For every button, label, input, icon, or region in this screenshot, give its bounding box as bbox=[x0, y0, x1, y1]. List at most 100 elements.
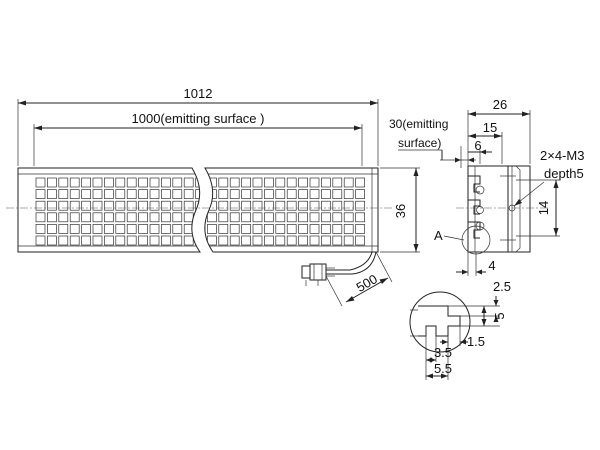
led-cell bbox=[35, 177, 46, 188]
led-cell bbox=[286, 235, 297, 246]
led-cell bbox=[81, 212, 91, 223]
led-cell bbox=[241, 189, 251, 199]
led-cell bbox=[204, 189, 206, 199]
side-view: 30(emitting surface) 26 15 bbox=[389, 97, 584, 276]
led-cell bbox=[218, 224, 229, 234]
detail-inner-label: 3.5 bbox=[434, 345, 452, 360]
led-cell bbox=[264, 212, 274, 223]
led-cell bbox=[115, 212, 126, 223]
led-cell bbox=[332, 224, 343, 234]
led-cell bbox=[69, 177, 80, 188]
led-cell bbox=[332, 177, 343, 188]
led-cell bbox=[241, 177, 251, 188]
led-cell bbox=[343, 224, 354, 234]
light-bar-left-segment bbox=[17, 167, 201, 253]
led-cell bbox=[69, 224, 80, 234]
led-cell bbox=[252, 177, 263, 188]
side-bottom-dimension: 4 bbox=[456, 252, 496, 276]
detail-inner-outer-dimensions: 3.5 5.5 bbox=[425, 326, 452, 380]
led-cell bbox=[355, 177, 365, 188]
led-cell bbox=[275, 189, 286, 199]
led-cell bbox=[195, 224, 200, 234]
led-cell bbox=[298, 189, 308, 199]
led-cell bbox=[309, 224, 320, 234]
cable-length-label: 500 bbox=[354, 271, 380, 295]
led-cell bbox=[321, 212, 331, 223]
led-cell bbox=[229, 189, 240, 199]
led-cell bbox=[286, 177, 297, 188]
led-cell bbox=[229, 212, 240, 223]
led-cell bbox=[207, 212, 217, 223]
led-cell bbox=[126, 177, 137, 188]
height-label: 36 bbox=[393, 204, 408, 218]
led-cell bbox=[321, 200, 331, 211]
emitting-length-label: 1000(emitting surface ) bbox=[132, 111, 265, 126]
led-cell bbox=[286, 224, 297, 234]
led-cell bbox=[343, 200, 354, 211]
led-cell bbox=[252, 224, 263, 234]
led-cell bbox=[172, 200, 183, 211]
led-cell bbox=[275, 177, 286, 188]
led-cell bbox=[92, 235, 103, 246]
led-cell bbox=[309, 177, 320, 188]
led-cell bbox=[298, 177, 308, 188]
light-bar-right-segment bbox=[204, 167, 379, 253]
led-cell bbox=[275, 224, 286, 234]
cable-length-dimension: 500 bbox=[325, 251, 393, 307]
led-cell bbox=[183, 177, 194, 188]
led-cell bbox=[252, 189, 263, 199]
led-cell bbox=[149, 224, 160, 234]
led-cell bbox=[81, 177, 91, 188]
led-cell bbox=[343, 189, 354, 199]
led-cell bbox=[126, 189, 137, 199]
led-cell bbox=[35, 189, 46, 199]
hole-spacing-dimension: 14 bbox=[516, 179, 560, 237]
cable-connector bbox=[301, 251, 377, 286]
led-grid-right bbox=[204, 177, 365, 246]
led-cell bbox=[321, 189, 331, 199]
detail-a-callout: A bbox=[434, 225, 491, 255]
led-cell bbox=[286, 212, 297, 223]
led-cell bbox=[343, 177, 354, 188]
led-cell bbox=[138, 177, 148, 188]
led-cell bbox=[298, 212, 308, 223]
detail-top-label: 2.5 bbox=[493, 279, 511, 294]
led-cell bbox=[126, 235, 137, 246]
led-cell bbox=[264, 200, 274, 211]
led-cell bbox=[298, 224, 308, 234]
led-cell bbox=[47, 177, 57, 188]
led-cell bbox=[115, 189, 126, 199]
led-cell bbox=[355, 224, 365, 234]
led-cell bbox=[115, 224, 126, 234]
led-cell bbox=[161, 212, 171, 223]
led-cell bbox=[207, 189, 217, 199]
detail-outer-label: 5.5 bbox=[434, 361, 452, 376]
led-cell bbox=[92, 224, 103, 234]
led-cell bbox=[275, 200, 286, 211]
led-cell bbox=[172, 224, 183, 234]
led-cell bbox=[172, 189, 183, 199]
detail-top-dimension: 2.5 bbox=[448, 279, 511, 322]
led-cell bbox=[309, 189, 320, 199]
led-cell bbox=[218, 212, 229, 223]
overall-length-label: 1012 bbox=[184, 86, 213, 101]
side-width-dimension: 26 bbox=[467, 97, 531, 164]
led-cell bbox=[207, 224, 217, 234]
led-cell bbox=[47, 189, 57, 199]
led-cell bbox=[115, 235, 126, 246]
tap-spec-line2: depth5 bbox=[544, 166, 584, 181]
led-cell bbox=[355, 235, 365, 246]
led-cell bbox=[183, 189, 194, 199]
led-cell bbox=[172, 235, 183, 246]
emitting-length-dimension: 1000(emitting surface ) bbox=[33, 111, 363, 166]
led-cell bbox=[183, 235, 194, 246]
detail-a-label: A bbox=[434, 228, 443, 243]
led-cell bbox=[58, 224, 69, 234]
led-cell bbox=[309, 235, 320, 246]
led-cell bbox=[69, 212, 80, 223]
led-cell bbox=[104, 189, 114, 199]
led-cell bbox=[229, 235, 240, 246]
led-cell bbox=[58, 235, 69, 246]
led-cell bbox=[47, 212, 57, 223]
